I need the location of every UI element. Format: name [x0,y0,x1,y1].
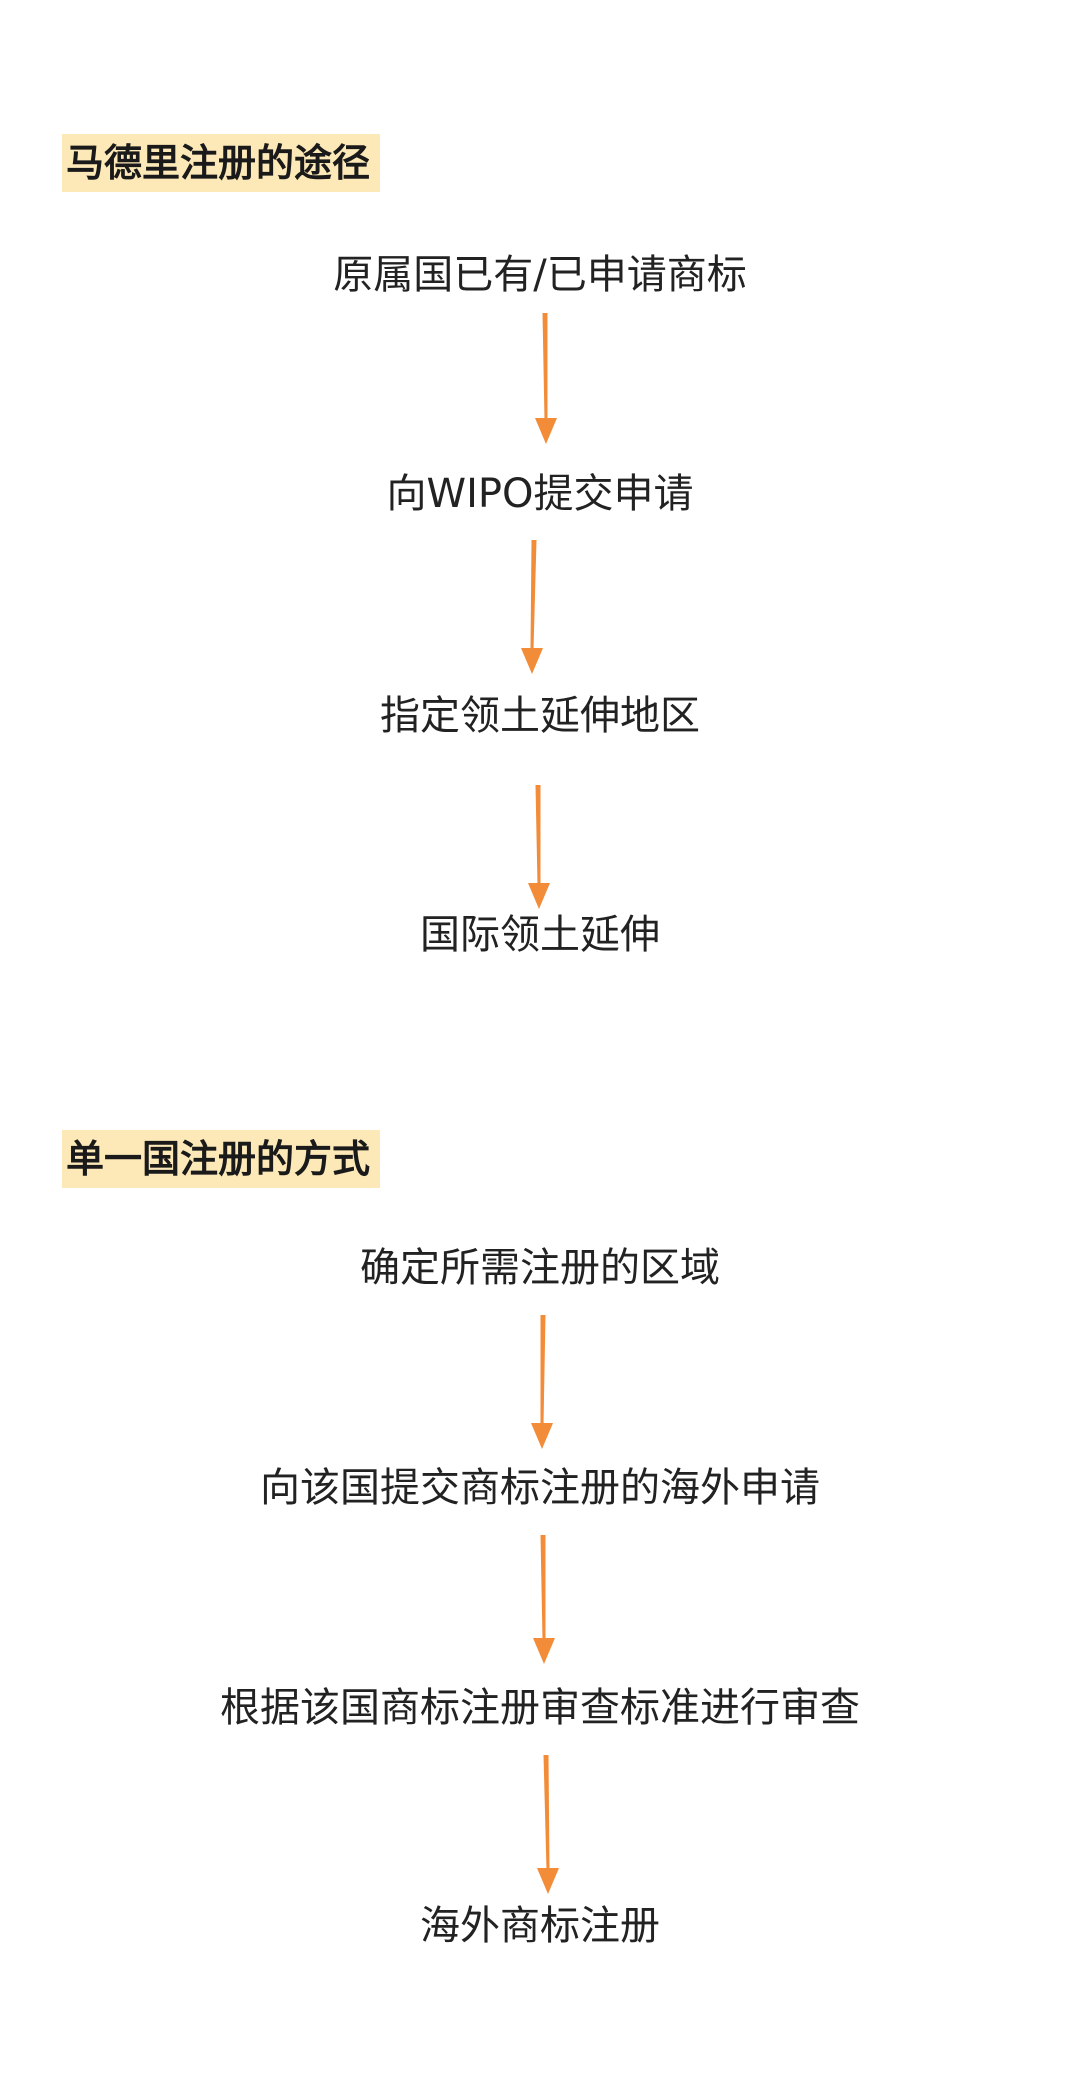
arrow-shaft-6 [543,1755,550,1870]
section2-step-1: 确定所需注册的区域 [360,1245,720,1291]
arrow-shaft-5 [540,1535,546,1640]
arrow-shaft-2 [530,540,537,650]
section1-step-3: 指定领土延伸地区 [380,693,700,739]
arrow-head-1 [535,418,557,444]
arrow-head-2 [521,648,543,674]
section2-title: 单一国注册的方式 [62,1130,381,1188]
arrow-shaft-4 [540,1315,546,1425]
arrow-shaft-3 [535,785,541,885]
arrow-shaft-1 [542,313,548,420]
section1-step-4: 国际领土延伸 [420,912,660,958]
arrow-head-4 [531,1423,553,1449]
section1-title: 马德里注册的途径 [62,134,381,192]
section1-step-2: 向WIPO提交申请 [386,471,694,517]
section1-step-1: 原属国已有/已申请商标 [333,252,747,298]
section2-step-3: 根据该国商标注册审查标准进行审查 [220,1685,860,1731]
section2-step-2: 向该国提交商标注册的海外申请 [260,1465,820,1511]
arrow-head-3 [528,883,550,909]
section2-step-4: 海外商标注册 [420,1903,660,1949]
arrow-head-5 [533,1638,555,1664]
arrow-head-6 [537,1868,559,1894]
